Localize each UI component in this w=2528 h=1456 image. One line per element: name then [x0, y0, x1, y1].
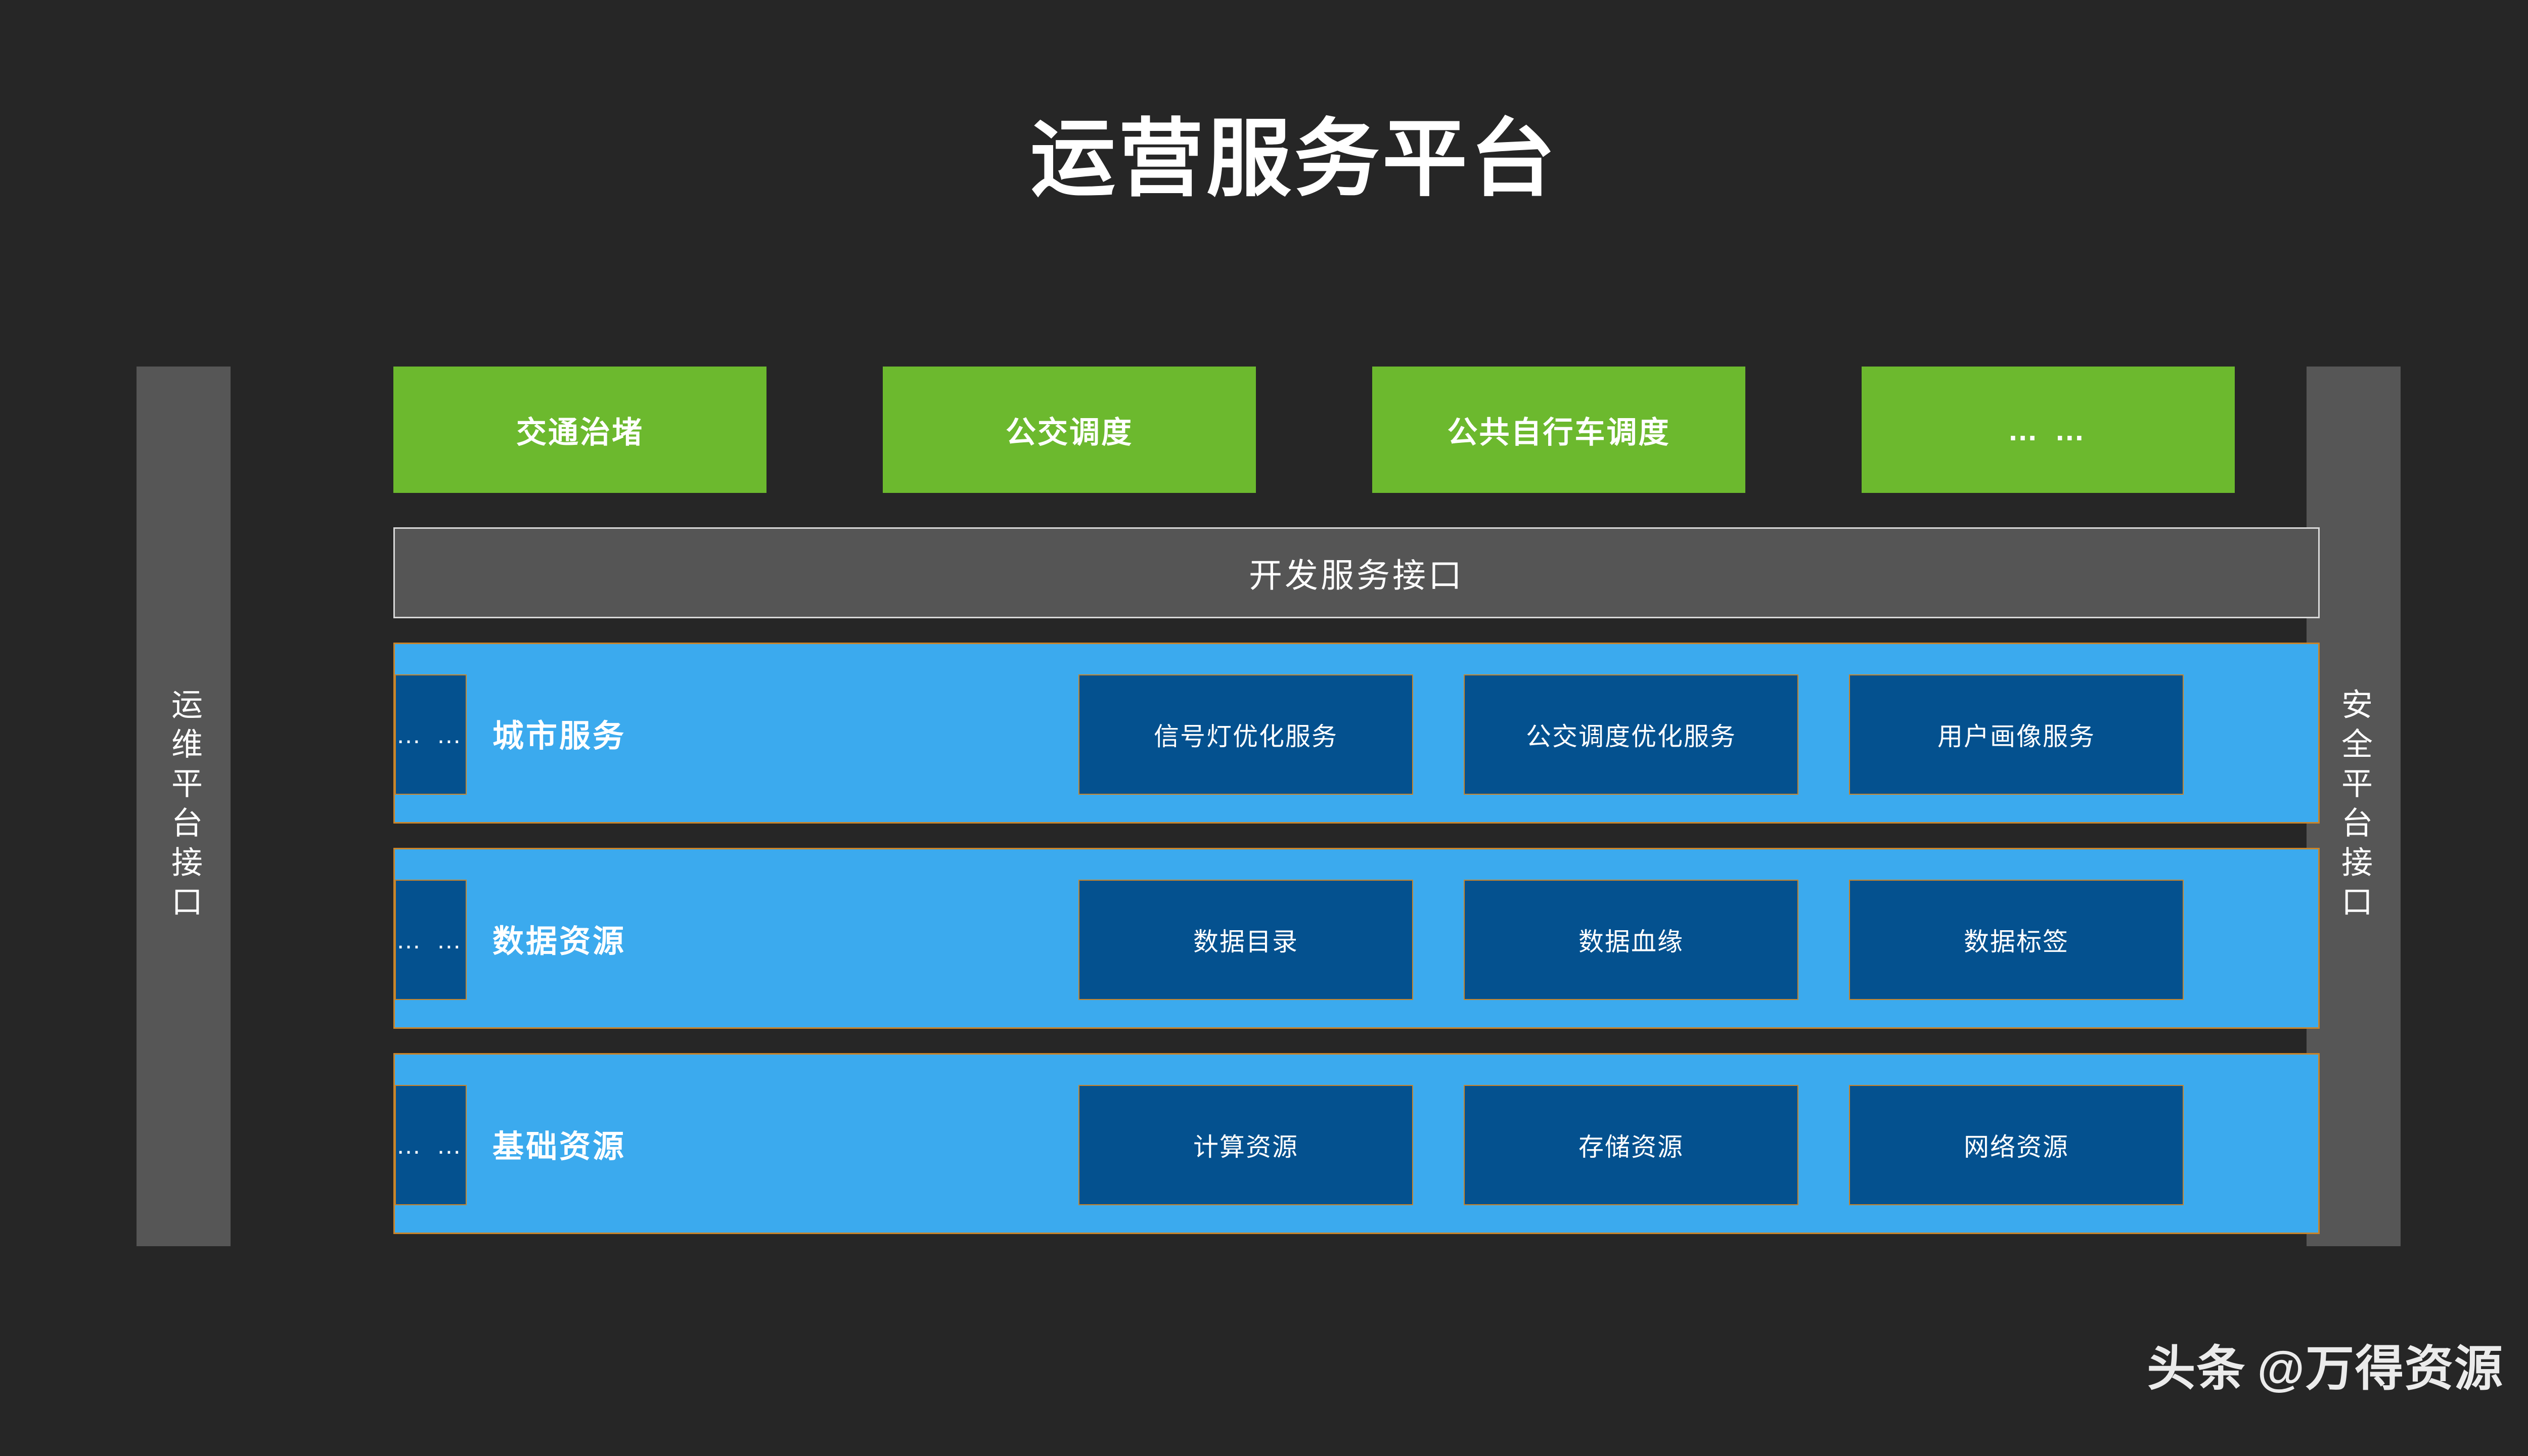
application-card-more[interactable]: … …: [1862, 367, 2235, 493]
capability-item-label: … …: [396, 1131, 466, 1159]
application-row: 交通治堵 公交调度 公共自行车调度 … …: [393, 367, 2320, 493]
left-rail-label: 运维平台接口: [166, 688, 201, 925]
capability-item-network-resources[interactable]: 网络资源: [1849, 1085, 2184, 1205]
application-card-label: 公交调度: [1006, 415, 1133, 449]
capability-row-title: 数据资源: [492, 924, 626, 959]
capability-item-compute-resources[interactable]: 计算资源: [1078, 1085, 1413, 1205]
right-rail-security-platform-interface: 安全平台接口: [2307, 367, 2401, 1246]
capability-item-label: 数据目录: [1193, 928, 1298, 956]
capability-item-label: 数据血缘: [1578, 928, 1684, 956]
api-bar-development-service-interface[interactable]: 开发服务接口: [393, 527, 2320, 618]
capability-item-storage-resources[interactable]: 存储资源: [1464, 1085, 1798, 1205]
application-card-label: … …: [2007, 413, 2089, 447]
application-card-public-bike-dispatch[interactable]: 公共自行车调度: [1372, 367, 1745, 493]
capability-item-bus-dispatch-optimization[interactable]: 公交调度优化服务: [1464, 674, 1798, 795]
watermark-source: 头条: [2147, 1342, 2246, 1396]
capability-item-label: 公交调度优化服务: [1526, 722, 1736, 751]
capability-item-label: 存储资源: [1578, 1133, 1684, 1161]
capability-item-label: … …: [396, 926, 466, 954]
left-rail-ops-platform-interface: 运维平台接口: [137, 367, 231, 1246]
capability-item-label: … …: [396, 720, 466, 749]
watermark-handle: @万得资源: [2257, 1342, 2504, 1396]
capability-item-user-profile-service[interactable]: 用户画像服务: [1849, 674, 2184, 795]
api-bar-label: 开发服务接口: [1249, 557, 1464, 594]
application-card-label: 公共自行车调度: [1447, 415, 1671, 449]
capability-row-infrastructure-resources: 基础资源 计算资源 存储资源 网络资源 … …: [393, 1053, 2320, 1234]
capability-row-title: 城市服务: [492, 719, 626, 754]
capability-item-data-catalog[interactable]: 数据目录: [1078, 880, 1413, 1000]
capability-item-more[interactable]: … …: [395, 880, 467, 1000]
architecture-stack: 交通治堵 公交调度 公共自行车调度 … … 开发服务接口 城市服务 信号灯优化服…: [393, 367, 2320, 1234]
capability-item-signal-light-optimization[interactable]: 信号灯优化服务: [1078, 674, 1413, 795]
watermark: 头条 @万得资源: [2147, 1329, 2504, 1399]
application-card-label: 交通治堵: [516, 415, 644, 449]
capability-item-label: 网络资源: [1964, 1133, 2069, 1161]
capability-item-data-tags[interactable]: 数据标签: [1849, 880, 2184, 1000]
capability-row-city-services: 城市服务 信号灯优化服务 公交调度优化服务 用户画像服务 … …: [393, 643, 2320, 824]
application-card-traffic-congestion[interactable]: 交通治堵: [393, 367, 766, 493]
right-rail-label: 安全平台接口: [2336, 688, 2371, 925]
capability-row-data-resources: 数据资源 数据目录 数据血缘 数据标签 … …: [393, 848, 2320, 1029]
capability-item-data-lineage[interactable]: 数据血缘: [1464, 880, 1798, 1000]
page-title: 运营服务平台: [1030, 111, 1558, 206]
capability-item-more[interactable]: … …: [395, 1085, 467, 1205]
application-card-bus-dispatch[interactable]: 公交调度: [883, 367, 1256, 493]
capability-item-label: 计算资源: [1193, 1133, 1298, 1161]
capability-item-more[interactable]: … …: [395, 674, 467, 795]
capability-item-label: 数据标签: [1964, 928, 2069, 956]
capability-item-label: 信号灯优化服务: [1154, 722, 1338, 751]
capability-row-title: 基础资源: [492, 1129, 626, 1164]
capability-item-label: 用户画像服务: [1937, 722, 2095, 751]
